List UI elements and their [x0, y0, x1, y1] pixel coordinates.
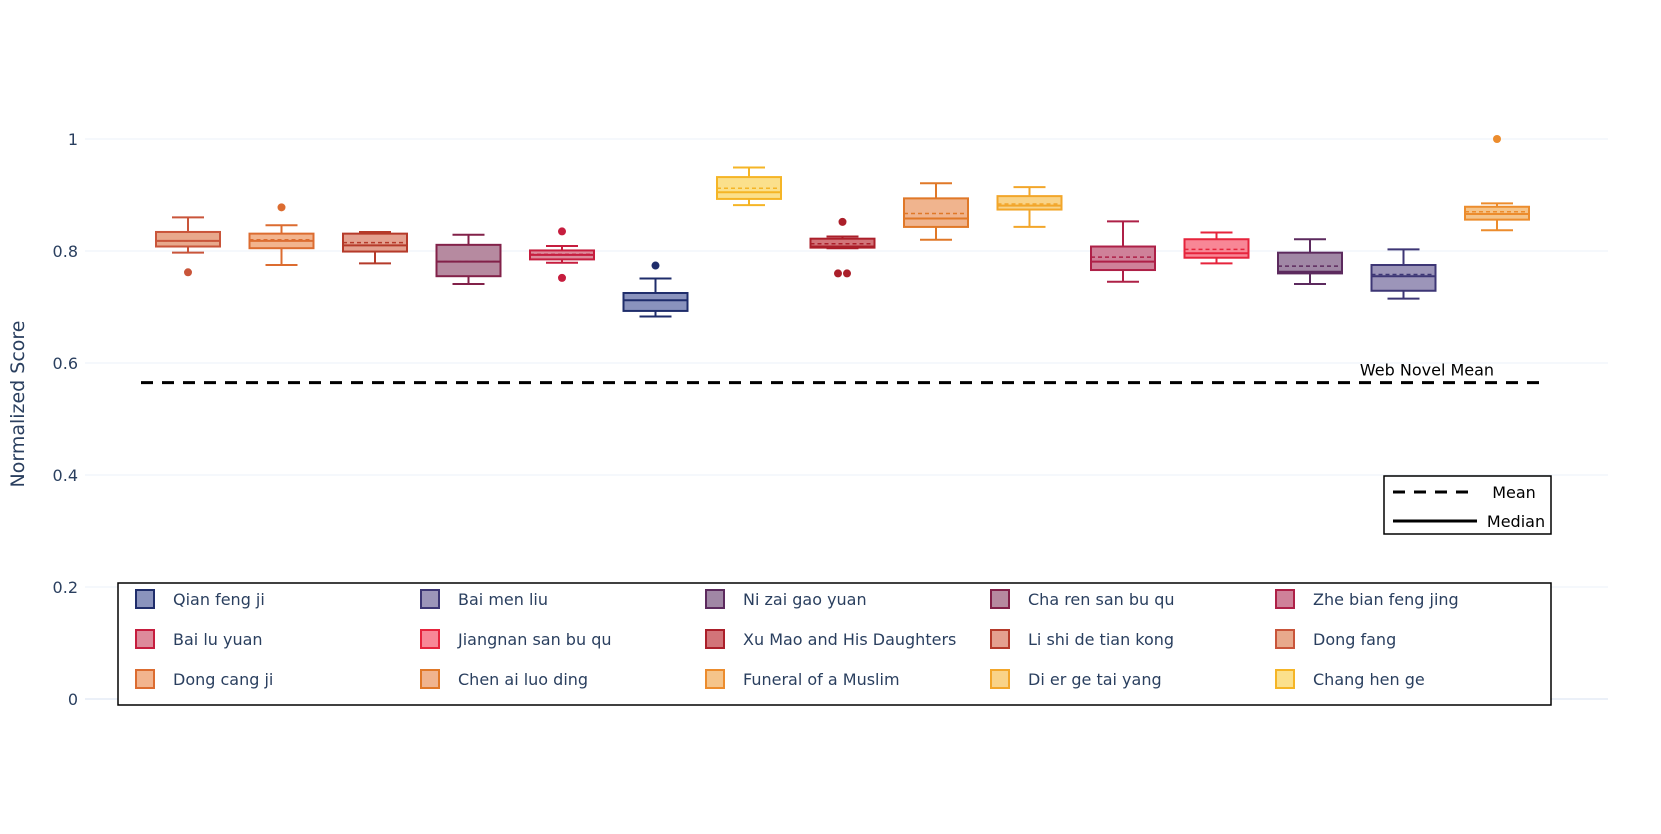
legend-label: Bai men liu	[458, 590, 548, 609]
legend-item: Di er ge tai yang	[990, 669, 1162, 689]
legend-swatch	[135, 629, 155, 649]
outlier-point	[558, 227, 566, 236]
legend-item: Bai lu yuan	[135, 629, 263, 649]
legend-swatch	[1275, 589, 1295, 609]
y-tick-labels: 0 0.2 0.4 0.6 0.8 1	[53, 130, 78, 709]
box-chang-hen-ge	[716, 166, 782, 207]
legend-swatch	[705, 589, 725, 609]
box-dong-fang	[155, 216, 221, 277]
box-iqr	[1277, 251, 1343, 275]
box-qian-feng-ji	[622, 261, 689, 318]
y-tick-label: 1	[68, 130, 78, 149]
legend-swatch	[420, 669, 440, 689]
boxes-layer	[155, 135, 1530, 318]
box-iqr	[1090, 245, 1156, 272]
legend-label: Bai lu yuan	[173, 630, 263, 649]
legend-label: Ni zai gao yuan	[743, 590, 867, 609]
legend-label: Zhe bian feng jing	[1313, 590, 1459, 609]
series-legend-box	[117, 582, 1552, 706]
legend-label: Dong cang ji	[173, 670, 273, 689]
reference-line-group: Web Novel Mean	[141, 361, 1540, 385]
legend-item: Funeral of a Muslim	[705, 669, 900, 689]
y-tick-label: 0.2	[53, 578, 78, 597]
legend-swatch	[705, 629, 725, 649]
legend-label: Funeral of a Muslim	[743, 670, 900, 689]
outlier-point	[651, 261, 660, 270]
box-iqr	[435, 243, 502, 278]
outlier-point	[838, 217, 847, 226]
legend-item: Qian feng ji	[135, 589, 265, 609]
legend-swatch	[135, 669, 155, 689]
mean-legend-label: Mean	[1492, 483, 1536, 502]
outlier-point	[834, 269, 842, 278]
legend-label: Li shi de tian kong	[1028, 630, 1174, 649]
legend-swatch	[135, 589, 155, 609]
y-axis-label: Normalized Score	[7, 320, 29, 487]
legend-item: Dong fang	[1275, 629, 1396, 649]
web-novel-mean-label: Web Novel Mean	[1360, 361, 1494, 380]
legend-item: Jiangnan san bu qu	[420, 629, 611, 649]
box-zhe-bian-feng-jing	[1090, 220, 1156, 283]
outlier-point	[1493, 135, 1501, 143]
legend-item: Dong cang ji	[135, 669, 273, 689]
legend-swatch	[1275, 669, 1295, 689]
median-legend-label: Median	[1487, 512, 1545, 531]
legend-item: Bai men liu	[420, 589, 548, 609]
y-tick-label: 0.8	[53, 242, 78, 261]
box-iqr	[1370, 264, 1437, 292]
box-bai-men-liu	[1370, 248, 1437, 300]
box-di-er-ge-tai-yang	[996, 186, 1063, 228]
legend-item: Li shi de tian kong	[990, 629, 1174, 649]
box-funeral-of-a-muslim	[1464, 135, 1530, 232]
outlier-point	[843, 269, 851, 278]
legend-swatch	[990, 669, 1010, 689]
legend-label: Dong fang	[1313, 630, 1396, 649]
box-xu-mao-and-his-daughters	[809, 217, 876, 278]
box-chen-ai-luo-ding	[903, 182, 969, 241]
legend-swatch	[420, 589, 440, 609]
legend-item: Xu Mao and His Daughters	[705, 629, 956, 649]
outlier-point	[558, 273, 566, 282]
box-li-shi-de-tian-kong	[342, 230, 408, 265]
legend-label: Chang hen ge	[1313, 670, 1425, 689]
box-iqr	[622, 292, 689, 312]
box-jiangnan-san-bu-qu	[1183, 231, 1250, 265]
outlier-point	[277, 203, 286, 212]
line-style-legend: Mean Median	[1383, 475, 1552, 535]
box-bai-lu-yuan	[529, 227, 595, 282]
box-iqr	[155, 230, 221, 248]
legend-swatch	[990, 589, 1010, 609]
outlier-point	[184, 268, 192, 277]
legend-swatch	[1275, 629, 1295, 649]
box-cha-ren-san-bu-qu	[435, 233, 502, 286]
legend-label: Jiangnan san bu qu	[457, 630, 611, 649]
legend-label: Xu Mao and His Daughters	[743, 630, 956, 649]
legend-label: Chen ai luo ding	[458, 670, 588, 689]
y-tick-label: 0.4	[53, 466, 78, 485]
box-iqr	[903, 197, 969, 228]
legend-swatch	[990, 629, 1010, 649]
legend-item: Zhe bian feng jing	[1275, 589, 1459, 609]
legend-label: Cha ren san bu qu	[1028, 590, 1175, 609]
legend-swatch	[420, 629, 440, 649]
legend-label: Di er ge tai yang	[1028, 670, 1162, 689]
box-iqr	[1183, 238, 1250, 259]
box-dong-cang-ji	[248, 203, 315, 266]
legend-item: Chen ai luo ding	[420, 669, 588, 689]
legend-item: Chang hen ge	[1275, 669, 1425, 689]
y-tick-label: 0	[68, 690, 78, 709]
legend-label: Qian feng ji	[173, 590, 265, 609]
legend-item: Cha ren san bu qu	[990, 589, 1175, 609]
line-style-legend-box	[1383, 475, 1552, 535]
box-ni-zai-gao-yuan	[1277, 238, 1343, 286]
y-tick-label: 0.6	[53, 354, 78, 373]
box-iqr	[996, 195, 1063, 211]
legend-swatch	[705, 669, 725, 689]
legend-item: Ni zai gao yuan	[705, 589, 867, 609]
